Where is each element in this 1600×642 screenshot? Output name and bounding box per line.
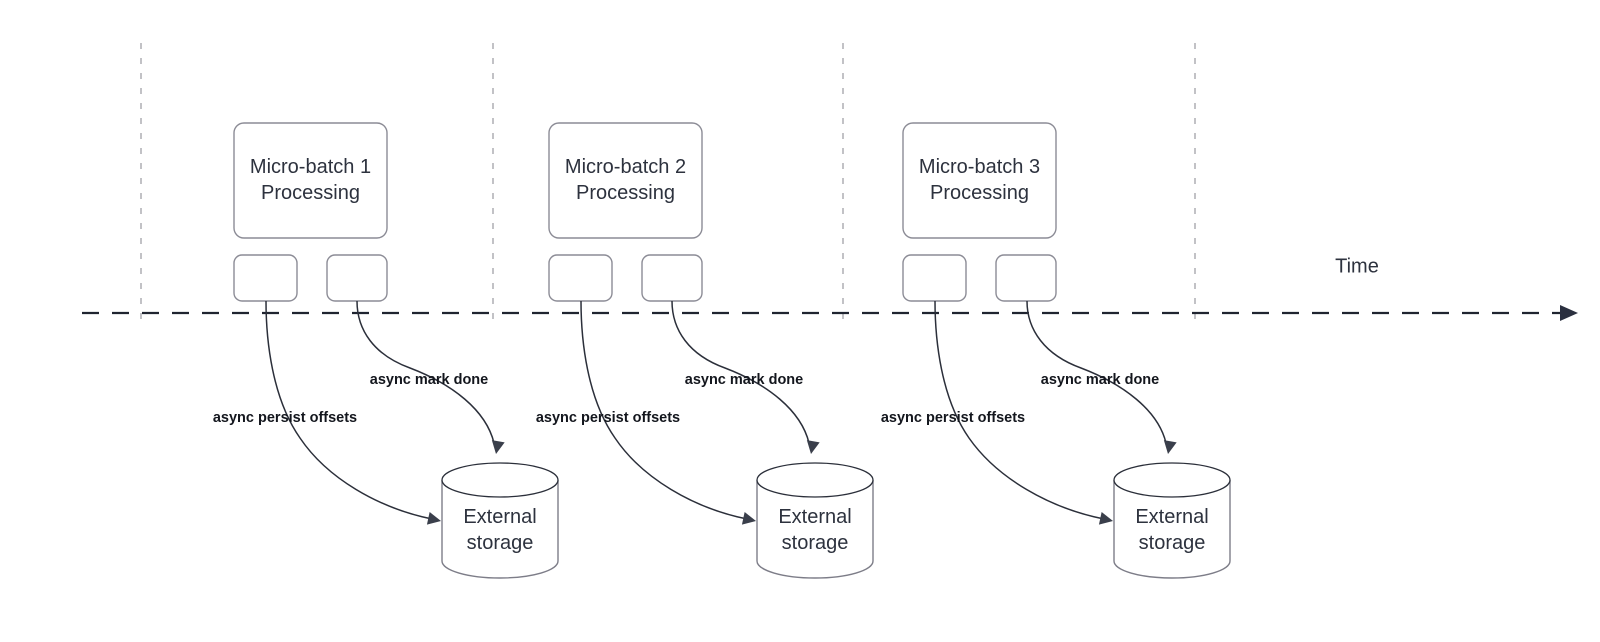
edge-arrowhead-icon-persist-offsets-2 (741, 511, 756, 525)
micro-batch-processing-box-3[interactable] (902, 122, 1057, 239)
micro-batch-title-1: Micro-batch 1 (250, 156, 371, 178)
storage-cylinder-body-2[interactable] (756, 480, 874, 579)
micro-batch-processing-box-1[interactable] (233, 122, 388, 239)
micro-batch-processing-box-2[interactable] (548, 122, 703, 239)
edge-curve-mark-done-3 (1026, 300, 1167, 444)
edge-curve-mark-done-2 (671, 300, 810, 444)
batch-groups: Micro-batch 1 Processing async persist off… (213, 122, 1231, 579)
storage-label-line1-3: External (1135, 506, 1208, 528)
storage-cylinder-body-1[interactable] (441, 480, 559, 579)
storage-label-line2-2: storage (782, 532, 849, 554)
storage-label-line1-1: External (463, 506, 536, 528)
task-box-2-2[interactable] (641, 254, 703, 302)
task-box-1-2[interactable] (326, 254, 388, 302)
task-box-3-1[interactable] (902, 254, 967, 302)
edge-label-mark-done-3: async mark done (1041, 372, 1159, 388)
edge-curve-persist-offsets-3 (934, 300, 1105, 520)
storage-cylinder-top-2 (756, 462, 874, 498)
edge-arrowhead-icon-mark-done-3 (1163, 440, 1177, 454)
timeline-arrowhead-icon (1560, 305, 1578, 321)
task-box-2-1[interactable] (548, 254, 613, 302)
storage-label-line2-3: storage (1139, 532, 1206, 554)
storage-cylinder-top-3 (1113, 462, 1231, 498)
micro-batch-subtitle-1: Processing (261, 182, 360, 204)
edge-curve-persist-offsets-1 (265, 300, 433, 520)
micro-batch-group-1: Micro-batch 1 Processing async persist off… (213, 122, 559, 579)
micro-batch-group-3: Micro-batch 3 Processing async persist off… (881, 122, 1231, 579)
storage-label-line2-1: storage (467, 532, 534, 554)
edge-label-persist-offsets-3: async persist offsets (881, 410, 1025, 426)
micro-batch-subtitle-3: Processing (930, 182, 1029, 204)
micro-batch-title-2: Micro-batch 2 (565, 156, 686, 178)
task-box-1-1[interactable] (233, 254, 298, 302)
vertical-gridlines (140, 43, 1196, 320)
edge-curve-persist-offsets-2 (580, 300, 748, 520)
storage-cylinder-top-1 (441, 462, 559, 498)
edge-arrowhead-icon-persist-offsets-1 (426, 511, 441, 525)
timeline-axis: Time (82, 255, 1578, 321)
storage-label-line1-2: External (778, 506, 851, 528)
edge-label-persist-offsets-1: async persist offsets (213, 410, 357, 426)
edge-arrowhead-icon-mark-done-1 (491, 440, 505, 454)
storage-cylinder-body-3[interactable] (1113, 480, 1231, 579)
micro-batch-group-2: Micro-batch 2 Processing async persist off… (536, 122, 874, 579)
edge-curve-mark-done-1 (356, 300, 495, 444)
edge-label-mark-done-1: async mark done (370, 372, 488, 388)
edge-label-mark-done-2: async mark done (685, 372, 803, 388)
task-box-3-2[interactable] (995, 254, 1057, 302)
time-axis-label: Time (1335, 255, 1379, 277)
micro-batch-title-3: Micro-batch 3 (919, 156, 1040, 178)
edge-label-persist-offsets-2: async persist offsets (536, 410, 680, 426)
edge-arrowhead-icon-persist-offsets-3 (1098, 511, 1113, 525)
micro-batch-subtitle-2: Processing (576, 182, 675, 204)
edge-arrowhead-icon-mark-done-2 (806, 440, 820, 454)
